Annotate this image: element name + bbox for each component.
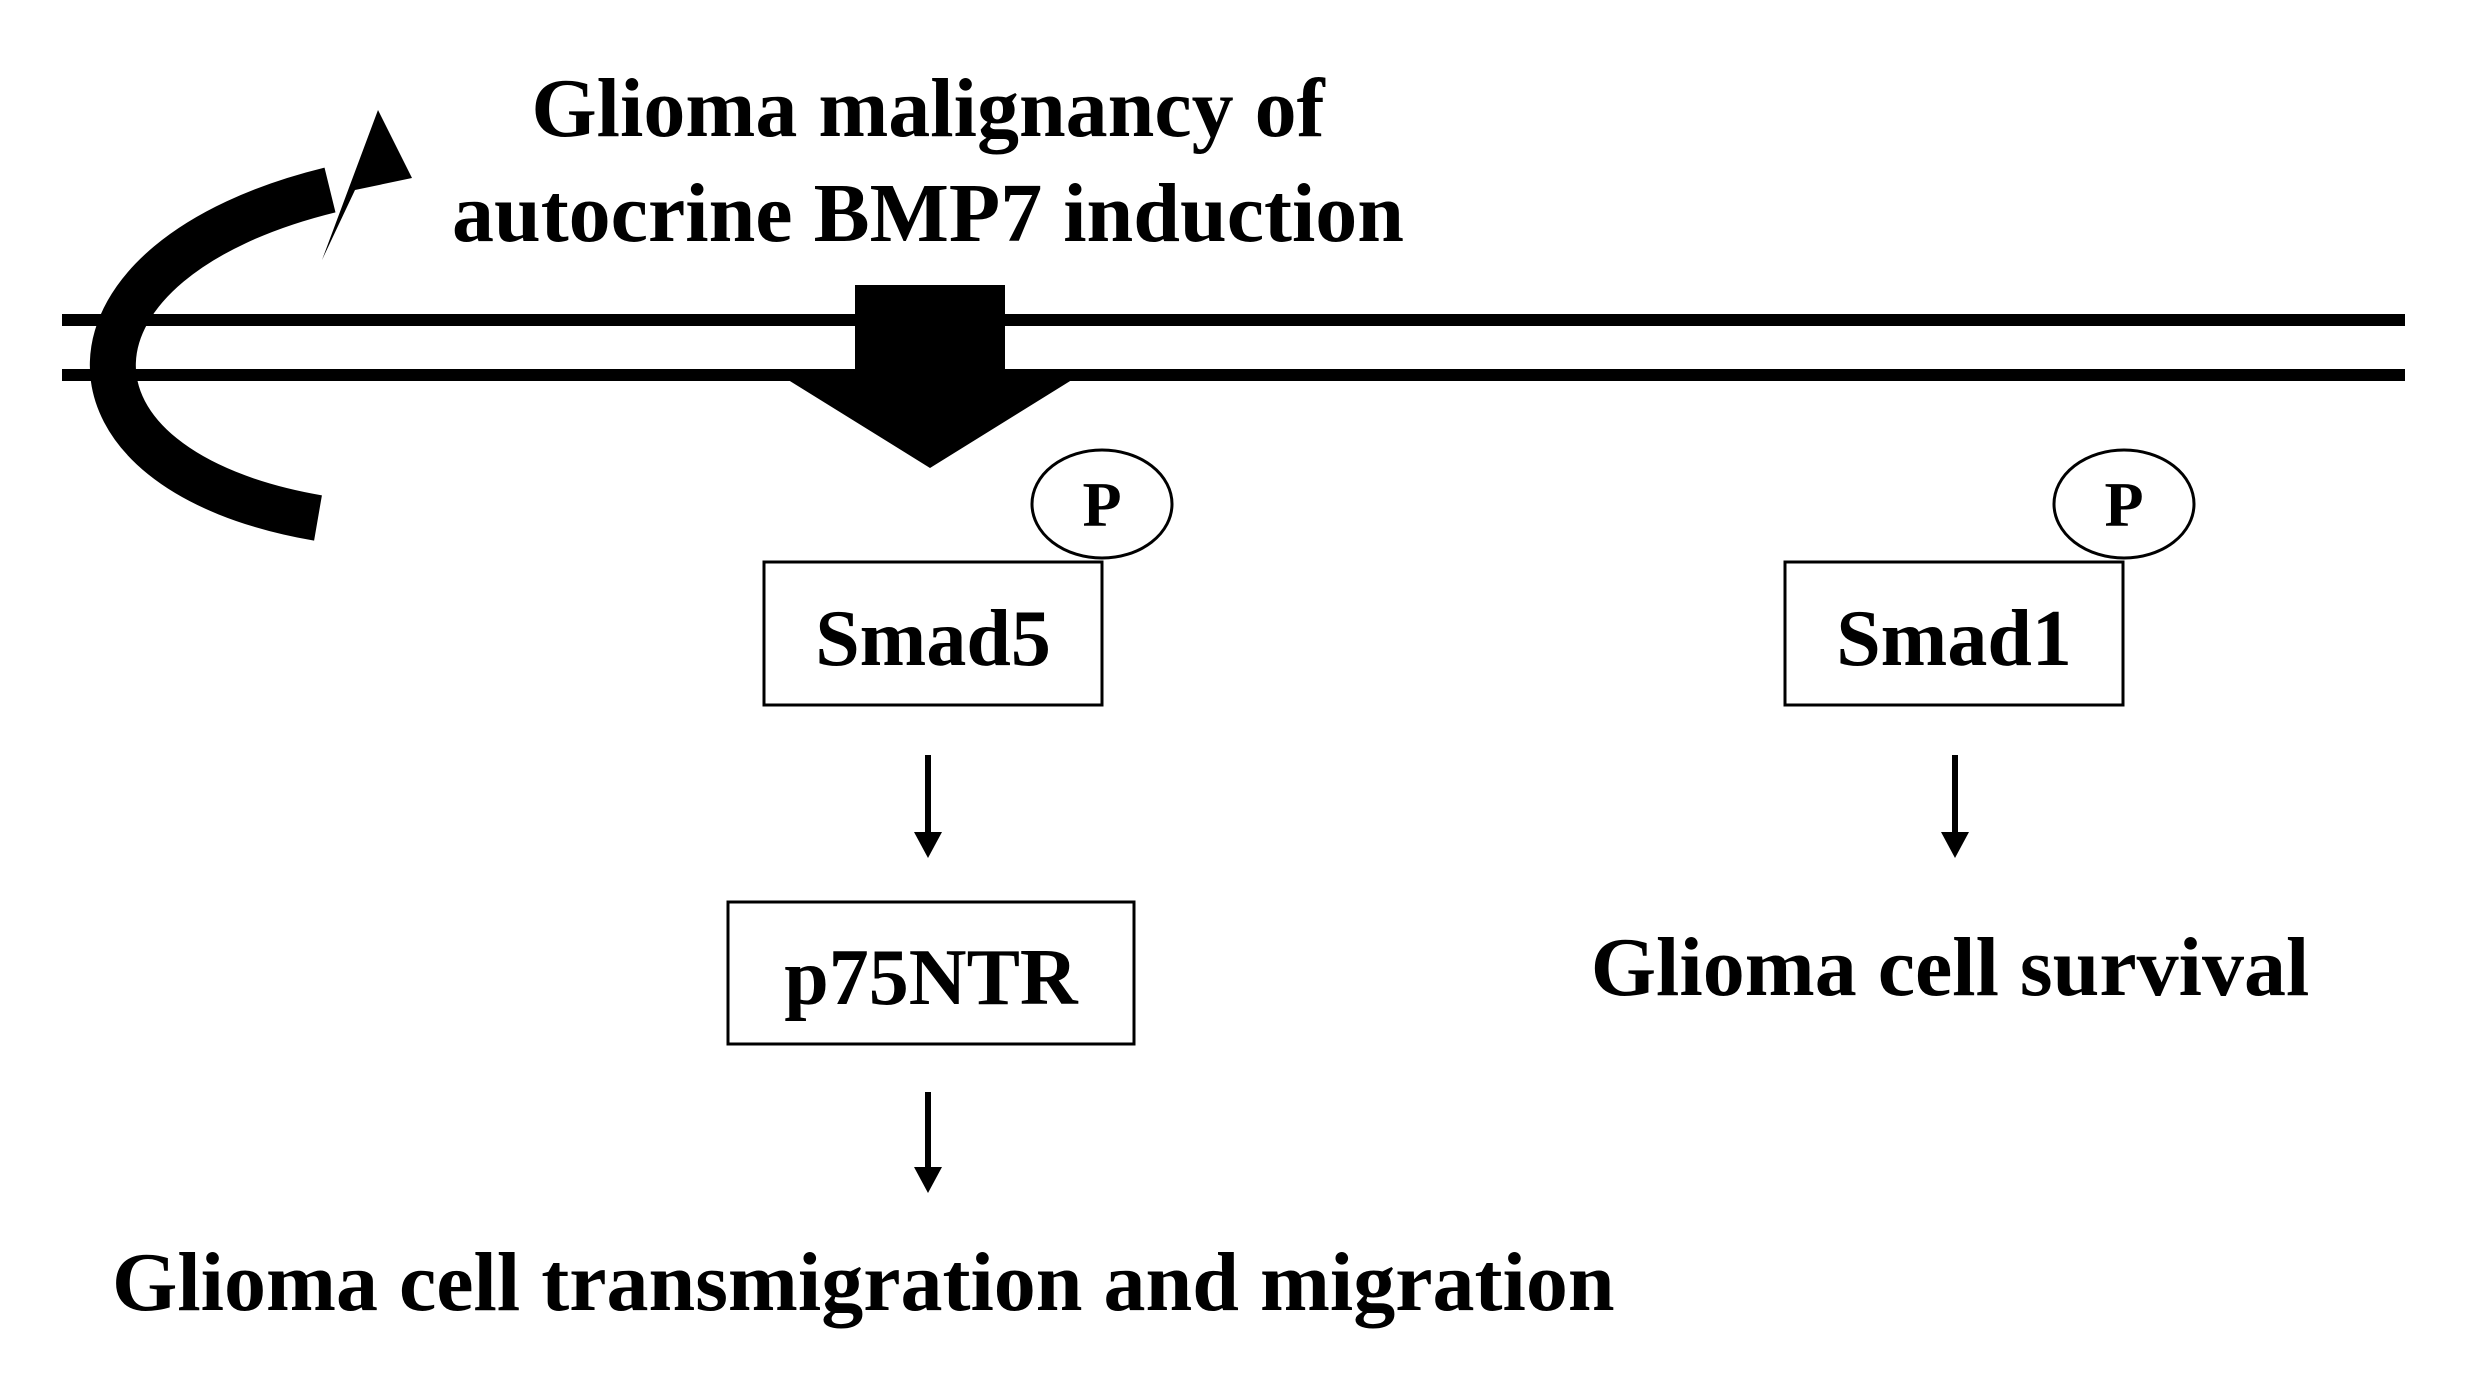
title-line-2: autocrine BMP7 induction	[452, 167, 1404, 260]
phospho-circle-smad5-front	[1030, 448, 1174, 560]
smad1-box	[1783, 560, 2125, 707]
phospho-label-smad1: P	[2104, 469, 2143, 540]
smad5-label: Smad5	[815, 595, 1051, 683]
arrow-smad1-to-survival	[1941, 755, 1969, 858]
arrow-smad5-to-p75ntr	[914, 755, 942, 858]
cell-membrane	[62, 314, 2405, 381]
migration-outcome-label: Glioma cell transmigration and migration	[112, 1236, 1615, 1329]
survival-outcome-label: Glioma cell survival	[1591, 921, 2310, 1014]
phospho-label-smad5-front: P	[1082, 469, 1121, 540]
autocrine-loop-arrow	[89, 110, 412, 541]
arrow-p75ntr-to-migration	[914, 1092, 942, 1193]
phospho-circle-smad1	[2052, 448, 2196, 560]
title-line-1: Glioma malignancy of	[531, 62, 1325, 155]
p75ntr-label: p75NTR	[784, 934, 1079, 1022]
receptor-signal-arrow	[785, 285, 1075, 468]
p75ntr-box	[726, 900, 1136, 1046]
smad1-label: Smad1	[1836, 595, 2072, 683]
smad5-box	[762, 560, 1104, 707]
